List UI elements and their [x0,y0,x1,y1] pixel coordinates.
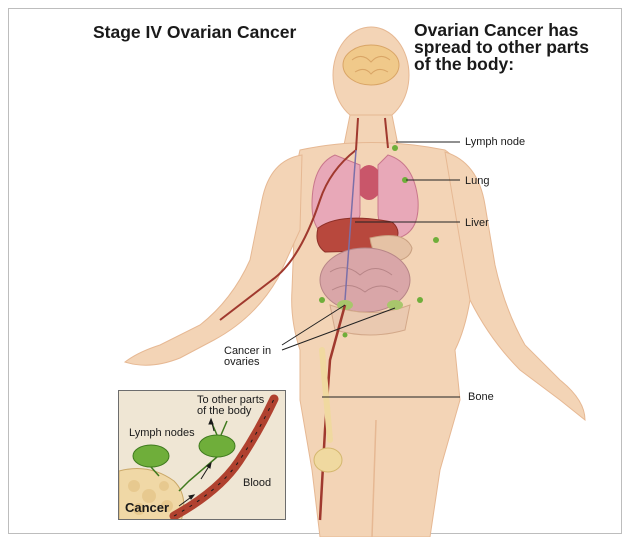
inset-label-to-other-parts: To other parts of the body [197,395,264,417]
label-cancer-in-ovaries: Cancer in ovaries [224,346,271,368]
inset-lymph-node-1 [133,445,169,467]
label-liver: Liver [465,217,489,229]
label-cancer-in-ovaries-line-2: ovaries [224,357,271,368]
label-lung: Lung [465,175,489,187]
brain [343,45,399,85]
inset-spread-diagram: To other parts of the body Lymph nodes B… [118,390,286,520]
inset-label-to-other-parts-line-2: of the body [197,406,264,417]
inset-label-blood: Blood [243,477,271,489]
inset-label-lymph-nodes: Lymph nodes [129,427,195,439]
figure-title: Stage IV Ovarian Cancer [93,22,296,43]
inset-lymph-node-2 [199,435,235,457]
subtitle-line-3: of the body: [414,56,624,73]
inset-label-cancer: Cancer [125,500,169,515]
label-bone: Bone [468,391,494,403]
label-lymph-node: Lymph node [465,136,525,148]
figure-subtitle: Ovarian Cancer has spread to other parts… [414,22,624,73]
